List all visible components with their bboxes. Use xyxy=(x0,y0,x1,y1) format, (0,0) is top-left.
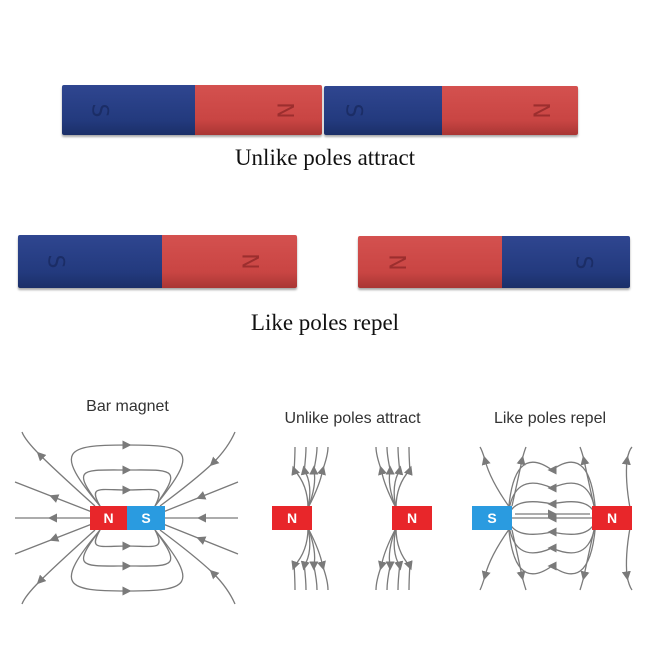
field-line xyxy=(21,431,96,507)
pole-label: S xyxy=(487,510,496,526)
field-line-down xyxy=(300,527,311,591)
field-line-down xyxy=(385,527,397,591)
south-pole-box xyxy=(127,506,165,530)
field-line xyxy=(14,523,93,555)
field-line-up xyxy=(300,446,311,509)
field-line-up xyxy=(395,446,413,509)
pole-label: N xyxy=(103,510,113,526)
field-line xyxy=(579,529,595,591)
field-line xyxy=(621,527,633,591)
field-line xyxy=(511,446,527,507)
field-line xyxy=(14,481,93,513)
diagram-title-like-repel: Like poles repel xyxy=(493,410,607,427)
north-pole: N xyxy=(442,86,578,135)
north-pole-box xyxy=(392,506,432,530)
field-line-between xyxy=(507,482,597,519)
field-loop-bottom xyxy=(82,529,172,571)
field-line xyxy=(21,529,96,605)
field-line-between xyxy=(507,499,597,519)
field-line-up xyxy=(385,446,397,509)
north-pole: N xyxy=(195,85,322,135)
north-pole: N xyxy=(162,235,297,288)
field-line-between xyxy=(507,517,597,554)
field-line-down xyxy=(307,527,319,591)
south-pole: S xyxy=(324,86,442,135)
field-line-down xyxy=(375,527,397,591)
magnet-photo-2: S N xyxy=(324,86,578,135)
field-line-between xyxy=(507,461,597,519)
north-pole-box xyxy=(592,506,632,530)
diagram-title-bar-magnet: Bar magnet xyxy=(86,398,169,415)
caption-unlike-poles: Unlike poles attract xyxy=(234,145,416,170)
field-loop-top xyxy=(70,440,184,507)
field-line xyxy=(162,523,239,555)
pole-label: N xyxy=(287,510,297,526)
field-line-down xyxy=(291,527,309,591)
field-loop-bottom xyxy=(70,529,184,596)
magnet-photo-4: N S xyxy=(358,236,630,288)
north-pole-box xyxy=(90,506,127,530)
magnet-photo-3: S N xyxy=(18,235,297,288)
south-pole: S xyxy=(18,235,162,288)
field-line xyxy=(621,446,633,509)
field-line-up xyxy=(307,446,329,509)
field-line xyxy=(159,529,236,605)
pole-label: N xyxy=(607,510,617,526)
field-loop-top xyxy=(82,465,172,507)
magnet-photo-1: S N xyxy=(62,85,322,135)
south-pole: S xyxy=(502,236,630,288)
field-line-down xyxy=(395,527,413,591)
north-pole: N xyxy=(358,236,502,288)
pole-label: N xyxy=(407,510,417,526)
field-line-between xyxy=(507,517,597,537)
diagram-title-unlike-attract: Unlike poles attract xyxy=(284,410,421,427)
field-line-up xyxy=(393,446,404,509)
south-pole-box xyxy=(472,506,512,530)
field-line-between xyxy=(507,517,597,575)
pole-label: S xyxy=(141,510,150,526)
north-pole-box xyxy=(272,506,312,530)
field-line xyxy=(511,529,527,591)
field-line-up xyxy=(307,446,319,509)
field-line xyxy=(159,431,236,507)
field-line xyxy=(579,446,595,507)
field-loop-bottom xyxy=(94,529,160,551)
field-line-down xyxy=(307,527,329,591)
field-line xyxy=(479,446,511,509)
field-line-up xyxy=(291,446,309,509)
south-pole: S xyxy=(62,85,195,135)
field-line xyxy=(479,527,511,591)
field-line-down xyxy=(393,527,404,591)
caption-like-poles: Like poles repel xyxy=(250,310,400,335)
field-loop-top xyxy=(94,485,160,507)
field-line xyxy=(162,481,239,513)
field-line-up xyxy=(375,446,397,509)
